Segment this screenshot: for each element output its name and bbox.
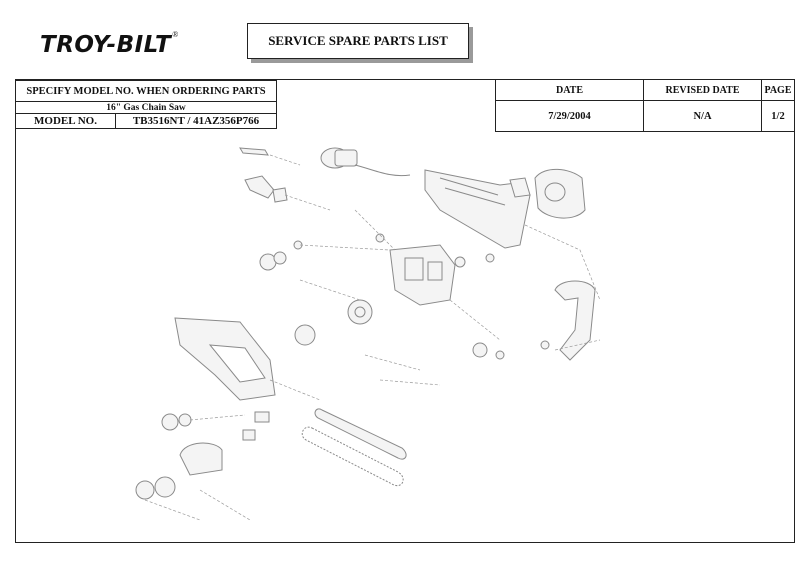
guide-bar-part (314, 408, 407, 460)
recoil-cover-part (534, 168, 586, 219)
clutch-part (294, 299, 373, 346)
meta-table: DATE REVISED DATE PAGE 7/29/2004 N/A 1/2 (495, 79, 795, 132)
rear-handle-part (174, 317, 276, 401)
muffler-part (320, 147, 411, 177)
front-handle-part (554, 280, 596, 361)
logo-registered-mark: ® (172, 30, 179, 39)
model-label: MODEL NO. (15, 113, 116, 129)
engine-block-part (389, 244, 456, 306)
document-frame (15, 79, 795, 543)
page-title: SERVICE SPARE PARTS LIST (247, 23, 469, 59)
engine-housing-part (424, 169, 531, 249)
troy-bilt-logo: TROY-BILT® (40, 30, 178, 60)
page-value: 1/2 (761, 100, 795, 132)
starter-cover-part (135, 442, 223, 500)
small-hardware-parts (242, 233, 550, 441)
logo-text: TROY-BILT (40, 32, 172, 58)
saw-chain-part (301, 426, 404, 486)
spec-table: SPECIFY MODEL NO. WHEN ORDERING PARTS 16… (15, 80, 277, 129)
date-value: 7/29/2004 (495, 100, 644, 132)
gear-parts (161, 251, 287, 431)
model-value: TB3516NT / 41AZ356P766 (115, 113, 277, 129)
bracket-parts (239, 147, 288, 203)
leader-lines (144, 154, 601, 521)
